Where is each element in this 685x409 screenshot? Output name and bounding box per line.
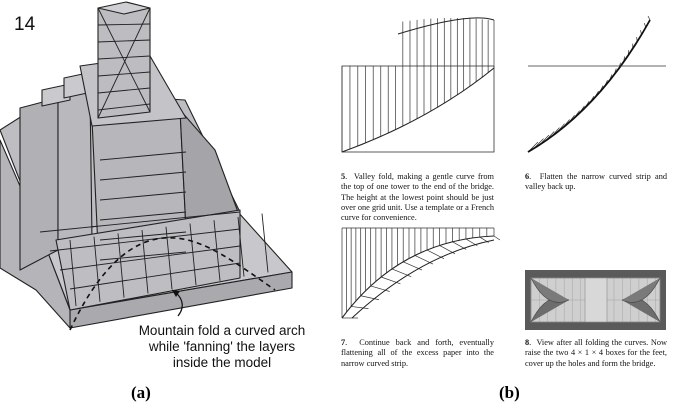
model-grid-line <box>97 87 151 94</box>
model-grid-line <box>99 151 187 161</box>
step5-curve <box>341 67 495 153</box>
step5-outline <box>341 65 495 153</box>
fold-instruction-callout: Mountain fold a curved arch while 'fanni… <box>112 323 332 371</box>
callout-line: inside the model <box>172 355 272 370</box>
callout-line: while 'fanning' the layers <box>148 339 296 354</box>
bridge-arch-top-left <box>530 277 570 303</box>
model-grid-line <box>93 236 101 302</box>
step6-outline-curve <box>527 19 651 153</box>
fan-line <box>351 306 369 309</box>
step-block-3 <box>41 83 71 107</box>
model-grid-lines <box>39 7 269 307</box>
model-grid-line <box>97 7 151 119</box>
callout-arrowhead <box>172 290 180 297</box>
model-grid-line <box>69 239 77 307</box>
panel-label-b: (b) <box>499 383 520 402</box>
model-grid-line <box>213 220 221 281</box>
model-grid-line <box>97 7 151 113</box>
step-caption-6: 6. Flatten the narrow curved strip and v… <box>525 172 667 192</box>
callout-line: Mountain fold a curved arch <box>138 323 306 338</box>
step-number: 14 <box>14 14 36 35</box>
fan-line <box>360 295 380 301</box>
step7-inner-curve <box>351 239 495 319</box>
model-grid-line <box>99 171 187 181</box>
model-grid-line <box>117 233 125 298</box>
model-grid-line <box>97 55 151 60</box>
step-caption-8: 8. View after all folding the curves. No… <box>525 338 667 368</box>
front-wall <box>55 209 241 311</box>
model-grid-line <box>261 213 269 273</box>
model-grid-line <box>99 231 187 241</box>
step-caption-7: 7. Continue back and forth, eventually f… <box>341 338 494 368</box>
model-grid-line <box>99 191 187 201</box>
step-num-8: 8 <box>525 338 530 347</box>
model-grid-line <box>99 211 187 221</box>
step-text-7: Continue back and forth, eventually flat… <box>341 338 494 368</box>
fan-line <box>391 268 412 277</box>
finished-bridge-photo <box>525 270 666 330</box>
model-grid-line <box>69 262 241 290</box>
step-text-6: Flatten the narrow curved strip and vall… <box>525 172 667 192</box>
fan-line <box>380 276 401 285</box>
step-num-6: 6 <box>525 172 530 181</box>
fan-line <box>370 285 390 292</box>
step-num-7: 7 <box>341 338 346 347</box>
model-grid-line <box>97 71 151 77</box>
step-text-5: Valley fold, making a gentle curve from … <box>341 172 494 223</box>
dashed-arch-curve <box>69 236 276 331</box>
model-grid-line <box>39 211 241 233</box>
model-grid-line <box>97 103 151 111</box>
step5-top-curve <box>397 17 495 35</box>
model-grid-line <box>99 251 187 261</box>
fan-line <box>493 235 501 241</box>
model-grid-line <box>189 223 197 286</box>
panel-label-a: (a) <box>131 383 151 402</box>
fan-line <box>647 15 651 21</box>
model-grid-line <box>97 39 151 43</box>
model-grid-line <box>237 216 245 277</box>
model-grid-line <box>49 228 241 252</box>
step-caption-5: 5. Valley fold, making a gentle curve fr… <box>341 172 494 223</box>
step-text-8: View after all folding the curves. Now r… <box>525 338 667 368</box>
bridge-arch-top-right <box>621 277 661 303</box>
step-num-5: 5 <box>341 172 346 181</box>
step7-outer-curve <box>341 235 495 319</box>
model-grid-line <box>59 245 241 271</box>
